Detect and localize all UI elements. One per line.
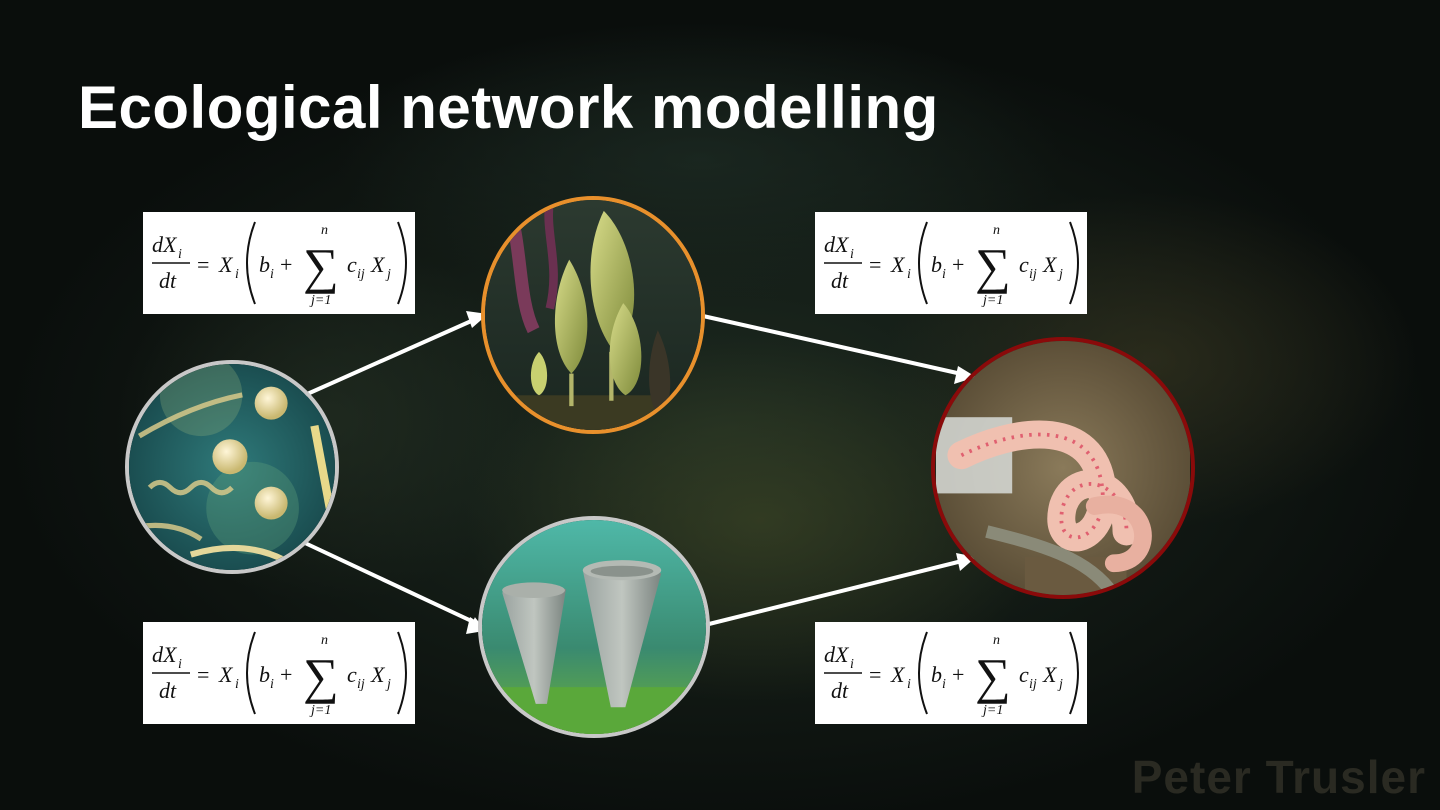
arrow-plankton-to-sponges [304, 541, 482, 627]
sigma-symbol: ∑ [975, 648, 1011, 704]
worm-image [931, 337, 1195, 599]
eq-factor: X [890, 252, 906, 277]
eq-c: c [1019, 252, 1029, 277]
eq-factor-sub: i [907, 267, 911, 282]
eq-factor: X [890, 662, 906, 687]
sigma-symbol: ∑ [303, 238, 339, 294]
eq-sum-bottom: j=1 [981, 703, 1003, 718]
fronds-image [481, 196, 705, 434]
equation-box-bottom-right: dX i dt = X i b i + n ∑ j=1 c ij X j [815, 622, 1087, 724]
fronds-illustration [485, 200, 701, 430]
eq-x: X [370, 662, 386, 687]
eq-lhs-sub: i [178, 657, 182, 672]
eq-b: b [931, 252, 942, 277]
eq-b-sub: i [270, 677, 274, 692]
eq-factor-sub: i [235, 267, 239, 282]
eq-factor: X [218, 662, 234, 687]
artist-watermark: Peter Trusler [1131, 751, 1426, 803]
eq-factor-sub: i [907, 677, 911, 692]
eq-sum-top: n [321, 223, 328, 238]
plankton-illustration [129, 364, 335, 570]
eq-lhs-sub: i [850, 657, 854, 672]
equation: dX i dt = X i b i + n ∑ j=1 c ij X j [152, 221, 407, 308]
eq-b: b [931, 662, 942, 687]
eq-equals: = [197, 252, 209, 277]
arrow-sponges-to-worm [704, 557, 968, 627]
sigma-symbol: ∑ [975, 238, 1011, 294]
worm-illustration [936, 341, 1190, 595]
eq-x-sub: j [1057, 677, 1063, 692]
eq-c-sub: ij [357, 677, 365, 692]
eq-plus: + [280, 252, 292, 277]
eq-lhs-numerator: dX [152, 232, 178, 257]
arrow-fronds-to-worm [702, 314, 968, 379]
slide-title: Ecological network modelling [78, 74, 939, 141]
eq-x-sub: j [1057, 267, 1063, 282]
eq-c-sub: ij [1029, 267, 1037, 282]
eq-factor-sub: i [235, 677, 239, 692]
plankton-image [125, 360, 339, 574]
eq-c: c [347, 252, 357, 277]
equation: dX i dt = X i b i + n ∑ j=1 c ij X j [824, 631, 1079, 718]
sponges-illustration [482, 520, 706, 734]
eq-lhs-numerator: dX [152, 642, 178, 667]
eq-equals: = [869, 662, 881, 687]
eq-lhs-denominator: dt [159, 678, 177, 703]
eq-b: b [259, 662, 270, 687]
eq-b-sub: i [270, 267, 274, 282]
eq-lhs-denominator: dt [831, 678, 849, 703]
eq-c: c [347, 662, 357, 687]
equation-box-top-right: dX i dt = X i b i + n ∑ j=1 c ij X j [815, 212, 1087, 314]
sigma-symbol: ∑ [303, 648, 339, 704]
eq-equals: = [869, 252, 881, 277]
eq-equals: = [197, 662, 209, 687]
eq-sum-bottom: j=1 [309, 703, 331, 718]
arrow-plankton-to-fronds [304, 316, 480, 397]
eq-b-sub: i [942, 267, 946, 282]
eq-b-sub: i [942, 677, 946, 692]
eq-x: X [1042, 662, 1058, 687]
eq-sum-top: n [993, 633, 1000, 648]
equation-box-top-left: dX i dt = X i b i + n ∑ j=1 c ij X j [143, 212, 415, 314]
eq-c: c [1019, 662, 1029, 687]
eq-lhs-numerator: dX [824, 232, 850, 257]
eq-plus: + [952, 662, 964, 687]
eq-x: X [1042, 252, 1058, 277]
eq-sum-top: n [321, 633, 328, 648]
eq-plus: + [952, 252, 964, 277]
eq-sum-bottom: j=1 [981, 293, 1003, 308]
eq-x-sub: j [385, 267, 391, 282]
equation: dX i dt = X i b i + n ∑ j=1 c ij X j [824, 221, 1079, 308]
equation-box-bottom-left: dX i dt = X i b i + n ∑ j=1 c ij X j [143, 622, 415, 724]
eq-lhs-denominator: dt [159, 268, 177, 293]
eq-lhs-numerator: dX [824, 642, 850, 667]
eq-lhs-denominator: dt [831, 268, 849, 293]
equation: dX i dt = X i b i + n ∑ j=1 c ij X j [152, 631, 407, 718]
eq-c-sub: ij [357, 267, 365, 282]
eq-lhs-sub: i [178, 247, 182, 262]
eq-factor: X [218, 252, 234, 277]
eq-plus: + [280, 662, 292, 687]
eq-sum-top: n [993, 223, 1000, 238]
eq-b: b [259, 252, 270, 277]
eq-sum-bottom: j=1 [309, 293, 331, 308]
eq-lhs-sub: i [850, 247, 854, 262]
eq-c-sub: ij [1029, 677, 1037, 692]
eq-x: X [370, 252, 386, 277]
sponges-image [478, 516, 710, 738]
eq-x-sub: j [385, 677, 391, 692]
